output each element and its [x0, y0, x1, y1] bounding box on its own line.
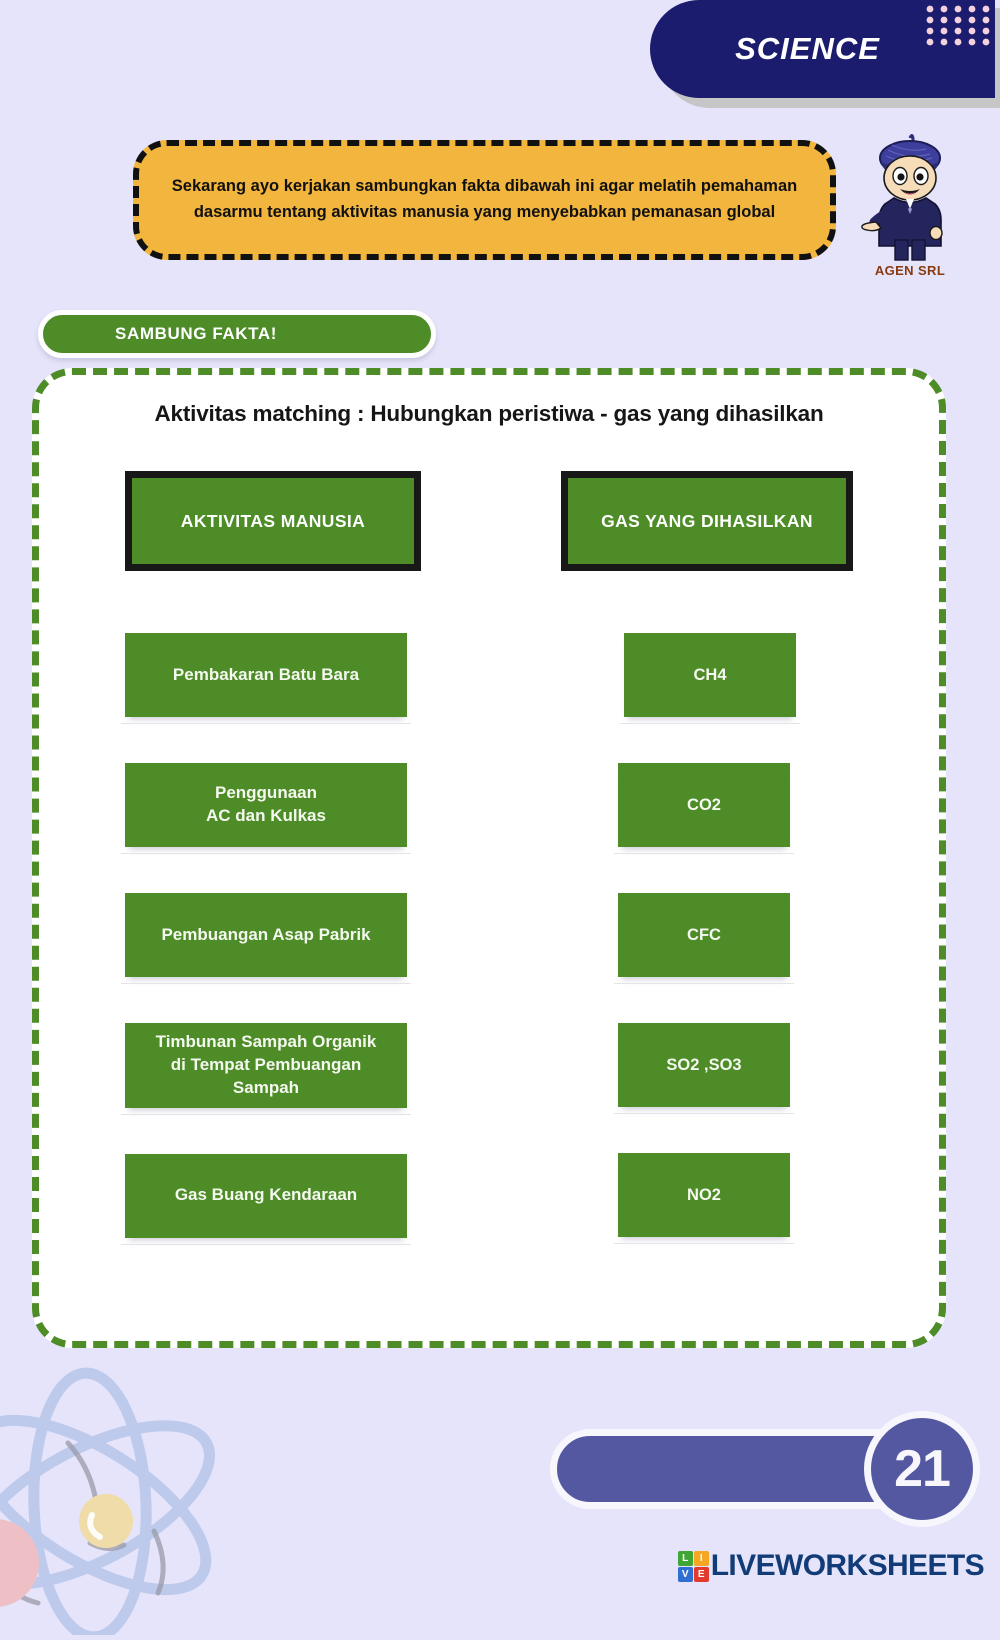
page-title: SCIENCE — [735, 31, 880, 66]
right-column-header: GAS YANG DIHASILKAN — [561, 471, 853, 571]
atom-illustration-icon — [0, 1335, 270, 1640]
left-column-header: AKTIVITAS MANUSIA — [125, 471, 421, 571]
logo-tile-e: E — [693, 1566, 709, 1582]
match-item[interactable]: CO2 — [614, 763, 794, 854]
match-item[interactable]: CH4 — [620, 633, 800, 724]
match-item-label: CO2 — [687, 795, 721, 814]
activity-title: Aktivitas matching : Hubungkan peristiwa… — [154, 401, 824, 426]
matching-columns: AKTIVITAS MANUSIA Pembakaran Batu Bara P… — [39, 471, 939, 1284]
right-column: GAS YANG DIHASILKAN CH4 CO2 CFC SO2 ,SO3… — [561, 471, 853, 1284]
mascot-character-icon: AGEN SRL — [848, 132, 972, 278]
logo-wordmark: LIVEWORKSHEETS — [710, 1549, 985, 1582]
match-item[interactable]: Gas Buang Kendaraan — [121, 1153, 411, 1245]
mascot-label: AGEN SRL — [874, 263, 946, 278]
logo-tiles-icon: L I V E — [677, 1550, 709, 1582]
logo-tile-i: I — [693, 1550, 709, 1566]
match-item[interactable]: Pembakaran Batu Bara — [121, 633, 411, 724]
liveworksheets-logo: L I V E LIVEWORKSHEETS — [677, 1549, 985, 1583]
matching-activity-card: Aktivitas matching : Hubungkan peristiwa… — [32, 368, 946, 1348]
banner-body: SCIENCE — [650, 0, 995, 98]
section-tab-sambung-fakta: SAMBUNG FAKTA! — [38, 310, 436, 358]
match-item[interactable]: CFC — [614, 893, 794, 984]
match-item-label: NO2 — [687, 1185, 721, 1204]
dot-grid-icon — [926, 5, 990, 46]
page-number: 21 — [894, 1440, 951, 1498]
match-item-label: Pembakaran Batu Bara — [172, 664, 360, 684]
match-item[interactable]: Penggunaan AC dan Kulkas — [121, 763, 411, 854]
match-item[interactable]: Pembuangan Asap Pabrik — [121, 893, 411, 984]
logo-tile-l: L — [677, 1550, 693, 1566]
match-item-label: Timbunan Sampah Organik di Tempat Pembua… — [155, 1032, 377, 1097]
right-item-list: CH4 CO2 CFC SO2 ,SO3 NO2 — [614, 633, 800, 1283]
left-item-list: Pembakaran Batu Bara Penggunaan AC dan K… — [121, 633, 421, 1284]
match-item[interactable]: SO2 ,SO3 — [614, 1023, 794, 1114]
match-item-label: Pembuangan Asap Pabrik — [161, 924, 371, 944]
match-item-label: CH4 — [693, 665, 727, 684]
logo-tile-v: V — [677, 1566, 693, 1582]
instruction-text: Sekarang ayo kerjakan sambungkan fakta d… — [171, 177, 798, 221]
left-column-header-label: AKTIVITAS MANUSIA — [180, 510, 366, 531]
section-tab-label: SAMBUNG FAKTA! — [115, 324, 278, 343]
footer-page-indicator: 21 — [550, 1411, 980, 1527]
science-banner: SCIENCE — [640, 0, 1000, 112]
match-item-label: Gas Buang Kendaraan — [174, 1185, 358, 1205]
match-item-label: Penggunaan AC dan Kulkas — [206, 783, 326, 825]
instruction-callout: Sekarang ayo kerjakan sambungkan fakta d… — [133, 140, 836, 260]
match-item[interactable]: Timbunan Sampah Organik di Tempat Pembua… — [121, 1023, 411, 1115]
match-item-label: SO2 ,SO3 — [666, 1055, 742, 1074]
right-column-header-label: GAS YANG DIHASILKAN — [601, 510, 813, 531]
match-item[interactable]: NO2 — [614, 1153, 794, 1244]
match-item-label: CFC — [687, 925, 721, 944]
left-column: AKTIVITAS MANUSIA Pembakaran Batu Bara P… — [121, 471, 421, 1284]
page-number-badge: 21 — [864, 1411, 980, 1527]
